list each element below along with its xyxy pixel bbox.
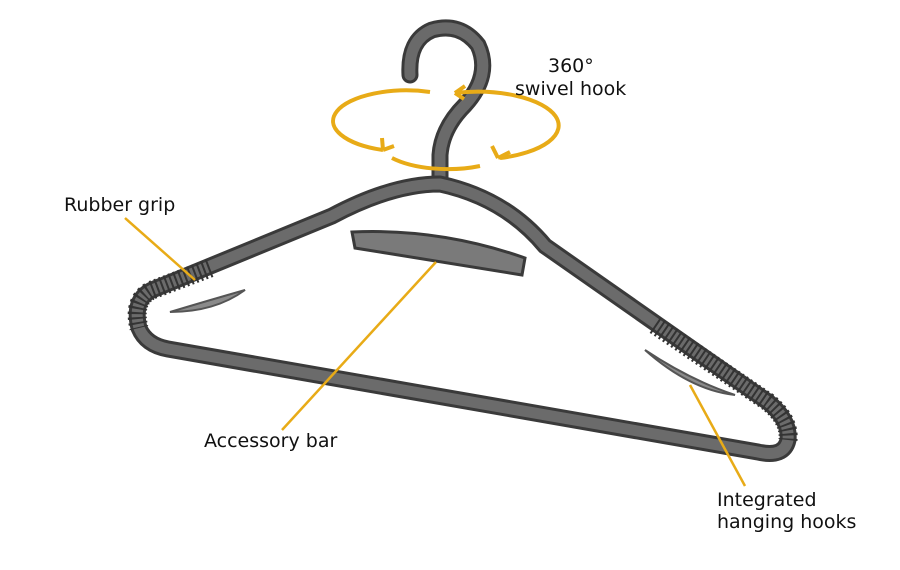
hanging-hook-right xyxy=(644,349,736,396)
hanging-hooks-label-1: Integrated xyxy=(717,489,817,511)
hanger-frame xyxy=(128,175,797,462)
swivel-hook-label-1: 360° xyxy=(548,55,594,77)
rubber-grip-left xyxy=(127,259,214,331)
leader-lines xyxy=(124,217,747,487)
swivel-hook-label-2: swivel hook xyxy=(515,78,627,100)
hanger xyxy=(127,19,798,462)
swivel-arrows xyxy=(331,84,561,172)
hanging-hooks-label-2: hanging hooks xyxy=(717,511,857,533)
hanging-hook-left xyxy=(169,289,246,313)
accessory-bar xyxy=(350,230,527,277)
rubber-grip-label: Rubber grip xyxy=(64,194,176,216)
accessory-bar-label: Accessory bar xyxy=(204,430,338,452)
rubber-grip-right xyxy=(649,317,798,441)
